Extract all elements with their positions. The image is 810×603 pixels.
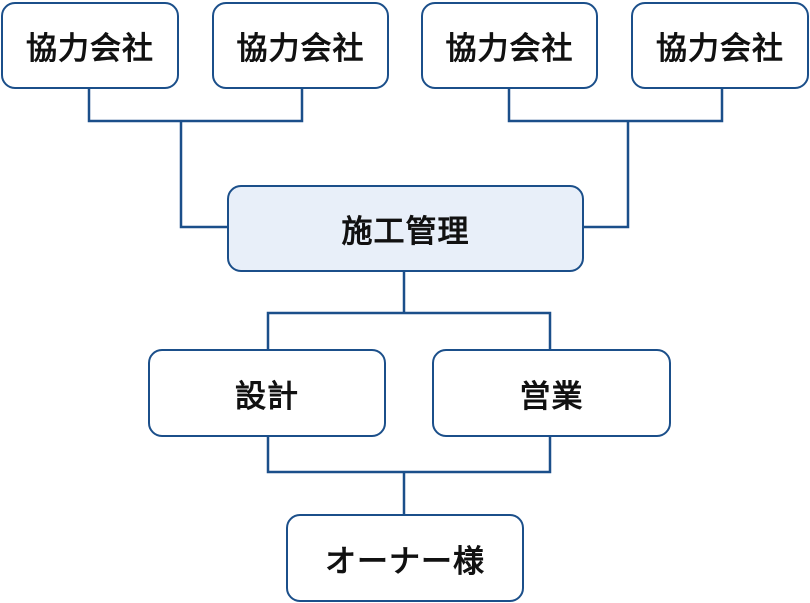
center-node: 施工管理: [227, 185, 584, 272]
partner-node-1: 協力会社: [1, 2, 179, 89]
middle-node-sales-label: 営業: [519, 378, 584, 415]
center-node-label: 施工管理: [341, 214, 470, 250]
partner-node-3-label: 協力会社: [445, 31, 574, 67]
partner-node-2: 協力会社: [212, 2, 389, 89]
connector-left-to-center: [179, 121, 228, 229]
middle-node-sales: 営業: [432, 349, 671, 437]
connector-left-partners: [87, 88, 304, 123]
connector-right-to-center: [583, 121, 630, 229]
partner-node-4: 協力会社: [631, 2, 809, 89]
connector-right-partners: [507, 88, 724, 123]
bottom-node-owner-label: オーナー様: [325, 543, 485, 580]
middle-node-design: 設計: [148, 349, 386, 437]
partner-node-4-label: 協力会社: [656, 31, 784, 67]
partner-node-3: 協力会社: [421, 2, 598, 89]
connector-middle-bracket: [266, 311, 552, 350]
partner-node-1-label: 協力会社: [26, 31, 154, 67]
connector-middle-lower-bracket: [266, 436, 552, 474]
bottom-node-owner: オーナー様: [286, 514, 524, 602]
middle-node-design-label: 設計: [235, 378, 299, 415]
partner-node-2-label: 協力会社: [236, 31, 365, 67]
